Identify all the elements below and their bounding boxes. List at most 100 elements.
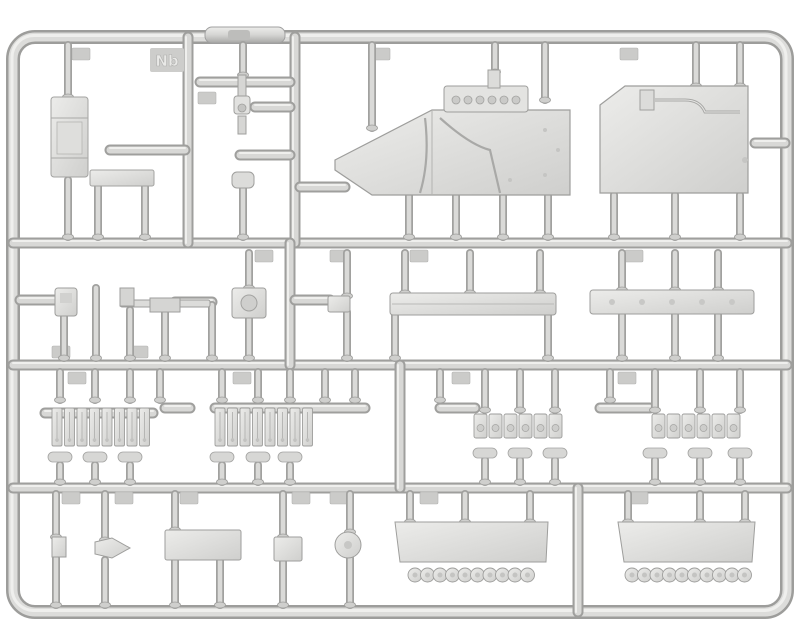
attachment-stem <box>524 490 536 526</box>
attachment-stem <box>62 176 74 241</box>
part-number-tag <box>67 371 87 385</box>
track-link <box>214 407 226 447</box>
part-21-fender <box>394 521 549 563</box>
attachment-stem <box>344 554 356 609</box>
attachment-stem <box>216 461 228 486</box>
track-shoe <box>518 413 533 439</box>
attachment-stem <box>139 182 151 241</box>
attachment-stem <box>459 490 471 526</box>
part-number-tag <box>114 491 134 505</box>
attachment-stem <box>514 368 526 414</box>
attachment-stem <box>237 184 249 241</box>
track-link <box>76 407 88 447</box>
attachment-stem <box>90 284 102 362</box>
part-number-tag <box>197 91 217 105</box>
road-wheel <box>457 567 473 583</box>
attachment-stem <box>341 308 353 362</box>
road-wheel <box>495 567 510 583</box>
part-4-hull-plate <box>334 69 571 196</box>
runner-connector <box>542 447 568 459</box>
runner-horizontal <box>209 402 371 414</box>
runner-horizontal <box>7 237 793 249</box>
attachment-stem <box>284 368 296 404</box>
runner-horizontal <box>104 144 191 156</box>
attachment-stem <box>399 249 411 297</box>
frame-gate <box>204 26 286 44</box>
attachment-stem <box>389 311 401 362</box>
part-16-small-box <box>51 536 67 558</box>
track-shoe <box>548 413 563 439</box>
part-number-tag <box>619 47 639 61</box>
part-number-tag <box>254 249 274 263</box>
attachment-stem <box>739 490 751 526</box>
runner-vertical <box>289 31 301 249</box>
attachment-stem <box>284 461 296 486</box>
attachment-stem <box>89 461 101 486</box>
track-link <box>252 407 263 447</box>
road-wheel <box>407 567 423 583</box>
attachment-stem <box>92 182 104 241</box>
attachment-stem <box>542 311 554 362</box>
track-link <box>126 407 138 447</box>
attachment-stem <box>277 557 289 609</box>
attachment-stem <box>712 310 724 362</box>
attachment-stem <box>464 249 476 297</box>
road-wheel <box>687 567 702 583</box>
attachment-stem <box>124 368 136 404</box>
runner-horizontal <box>234 149 296 161</box>
attachment-stem <box>243 249 255 292</box>
road-wheel <box>662 567 677 583</box>
runner-grid <box>7 31 793 618</box>
attachment-stem <box>669 191 681 241</box>
part-number-tag <box>419 491 439 505</box>
track-link <box>227 407 238 447</box>
attachment-stem <box>54 461 66 486</box>
attachment-stem <box>734 456 746 486</box>
road-wheel <box>420 567 435 583</box>
runner-connector <box>82 451 108 463</box>
track-link <box>239 407 251 447</box>
road-wheel <box>432 567 448 583</box>
runner-vertical <box>284 237 296 371</box>
attachment-stem <box>734 191 746 241</box>
attachment-stem <box>99 556 111 609</box>
attachment-stem <box>344 490 356 536</box>
part-7-weapon <box>119 287 211 313</box>
track-link <box>51 407 63 447</box>
track-shoe <box>503 413 518 439</box>
road-wheel <box>445 567 460 583</box>
track-shoe <box>726 413 741 439</box>
attachment-stem <box>319 368 331 404</box>
road-wheel <box>737 567 752 583</box>
attachment-stem <box>99 490 111 544</box>
runner-connector <box>727 447 753 459</box>
attachment-stem <box>694 456 706 486</box>
attachment-stem <box>252 461 264 486</box>
runner-horizontal <box>249 101 296 113</box>
part-number-tag <box>617 371 637 385</box>
attachment-stem <box>734 368 746 414</box>
attachment-stem <box>403 191 415 241</box>
part-number-tag <box>232 371 252 385</box>
part-18-plate <box>164 529 242 561</box>
road-wheel <box>470 567 485 583</box>
runner-connector <box>245 451 271 463</box>
road-wheel <box>674 567 690 583</box>
attachment-stem <box>690 41 702 90</box>
attachment-stem <box>169 556 181 609</box>
track-link <box>289 407 301 447</box>
runner-horizontal <box>289 294 336 306</box>
attachment-stem <box>622 490 634 526</box>
part-20-wheel <box>334 531 362 559</box>
attachment-stem <box>58 312 70 362</box>
part-1-container <box>50 96 155 187</box>
attachment-stem <box>694 368 706 414</box>
attachment-stem <box>62 41 74 101</box>
outer-frame <box>6 30 794 619</box>
attachment-stem <box>124 461 136 486</box>
attachment-stem <box>712 249 724 294</box>
part-3-lever <box>231 74 255 189</box>
road-wheel <box>520 567 535 583</box>
runner-horizontal <box>594 402 656 414</box>
attachment-stem <box>169 490 181 534</box>
